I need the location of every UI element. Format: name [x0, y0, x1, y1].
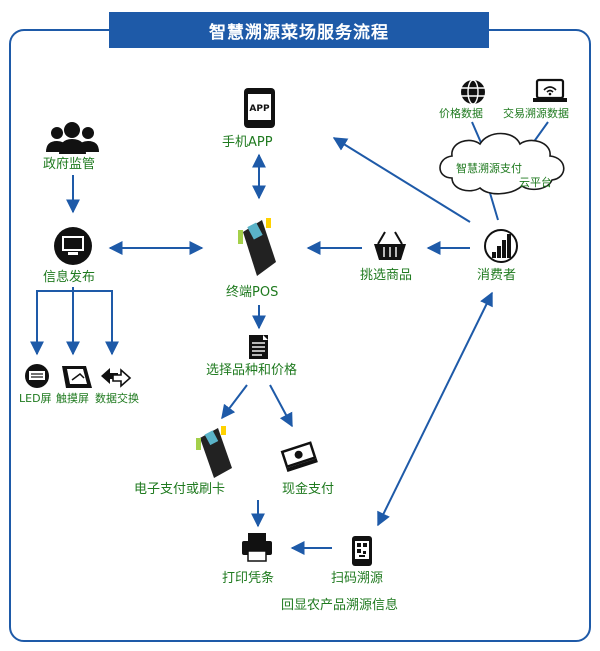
pos-terminal-icon — [196, 426, 232, 478]
pos-label: 终端POS — [226, 285, 279, 300]
touch-label: 触摸屏 — [56, 392, 89, 405]
pos-terminal-icon — [238, 218, 276, 276]
arrow-info-led — [30, 287, 74, 356]
scan-info-label: 回显农产品溯源信息 — [281, 598, 399, 613]
led-screen-icon — [25, 364, 49, 388]
arrow-info-exchange — [73, 290, 119, 356]
laptop-wifi-icon — [533, 78, 567, 102]
print-label: 打印凭条 — [222, 571, 275, 586]
price-data-label: 价格数据 — [439, 107, 483, 120]
globe-icon — [461, 79, 485, 105]
arrow-select-epay — [221, 384, 248, 420]
cloud-label-line2: 云平台 — [519, 176, 552, 189]
arrow-consumer-app — [332, 137, 471, 223]
app-label: 手机APP — [222, 135, 273, 150]
touch-screen-icon — [62, 366, 92, 388]
svg-text:APP: APP — [249, 104, 270, 114]
led-label: LED屏 — [19, 392, 52, 405]
scan-label: 扫码溯源 — [331, 571, 384, 586]
people-group-icon — [46, 122, 99, 154]
monitor-icon — [54, 227, 92, 265]
gov-label: 政府监管 — [43, 157, 96, 172]
connector-cloud-consumer — [489, 192, 499, 221]
page-title: 智慧溯源菜场服务流程 — [109, 12, 489, 48]
arrow-select-cash — [269, 384, 293, 428]
exchange-label: 数据交换 — [95, 392, 139, 405]
cash-stack-icon — [280, 441, 318, 473]
info-label: 信息发布 — [43, 270, 96, 285]
select-label: 选择品种和价格 — [206, 363, 298, 378]
phone-app-icon: APP — [244, 88, 275, 128]
signal-bars-icon — [484, 229, 518, 263]
consumer-label: 消费者 — [477, 268, 517, 283]
qr-phone-icon — [352, 536, 372, 566]
arrow-consumer-scan — [377, 291, 493, 527]
shopping-basket-icon — [374, 231, 406, 260]
data-exchange-icon — [101, 368, 132, 388]
trade-data-label: 交易溯源数据 — [503, 107, 569, 120]
printer-icon — [242, 533, 272, 562]
connector-cloud-price — [471, 121, 483, 146]
document-icon — [249, 335, 268, 359]
cloud-platform-shape — [439, 132, 565, 195]
basket-label: 挑选商品 — [360, 268, 413, 283]
epay-label: 电子支付或刷卡 — [134, 482, 226, 497]
cloud-label-line1: 智慧溯源支付 — [456, 162, 522, 175]
cash-label: 现金支付 — [282, 482, 335, 497]
